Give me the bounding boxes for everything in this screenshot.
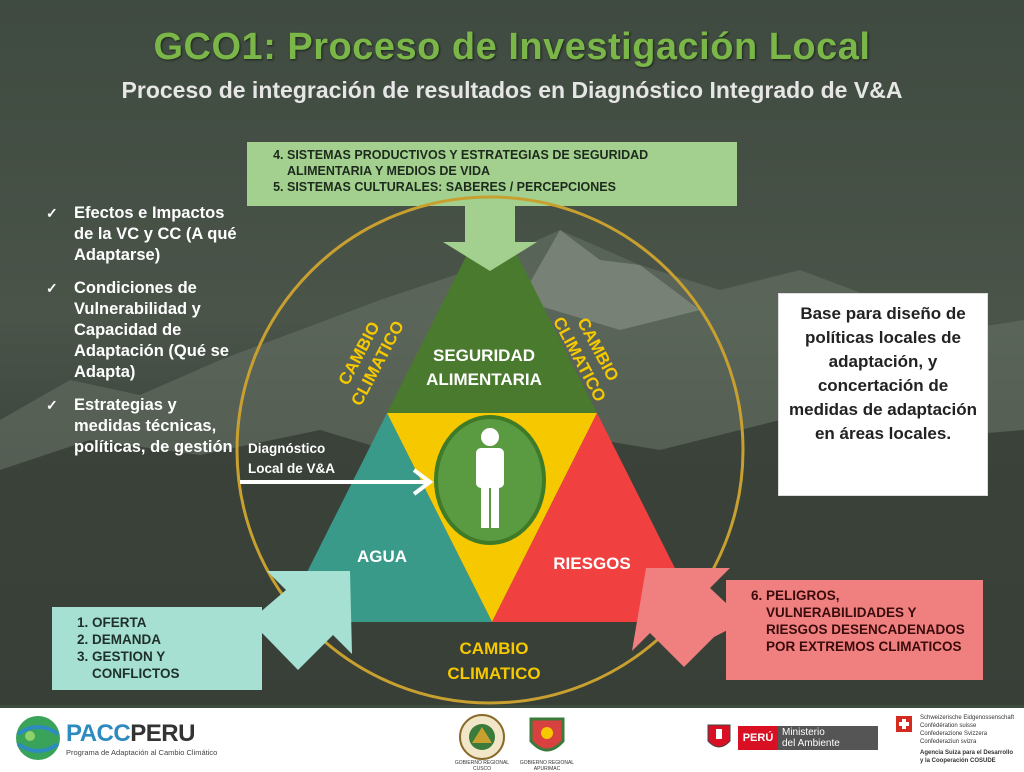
page-title: GCO1: Proceso de Investigación Local: [153, 26, 871, 68]
check-icon: ✓: [46, 205, 58, 221]
diagnostico-arrow-head: [412, 468, 434, 496]
risk-factor-item: PELIGROS, VULNERABILIDADES Y RIESGOS DES…: [766, 587, 977, 655]
climate-label-bottom-line2: CLIMATICO: [447, 664, 540, 683]
bottom-left-arrow: [250, 571, 352, 670]
checklist-item: ✓ Estrategias y medidas técnicas, polític…: [42, 395, 237, 458]
diagnostico-label-line1: Diagnóstico: [248, 441, 325, 456]
cusco-seal-caption: GOBIERNO REGIONAL CUSCO: [454, 760, 510, 772]
top-box-item: SISTEMAS CULTURALES: SABERES / PERCEPCIO…: [287, 179, 727, 195]
pacc-name-a: PACC: [66, 720, 131, 747]
apurimac-seal-caption: GOBIERNO REGIONAL APURIMAC: [519, 760, 575, 772]
ministerio-line1: Ministerio: [782, 727, 825, 738]
diagram: SEGURIDAD ALIMENTARIA AGUA RIESGOS CAMBI…: [235, 195, 745, 705]
policy-basis-box: Base para diseño de políticas locales de…: [778, 293, 988, 496]
pacc-globe-icon: [16, 716, 60, 760]
swiss-line: Confederaziun svizra: [920, 739, 977, 745]
check-icon: ✓: [46, 280, 58, 296]
water-factors-box: OFERTA DEMANDA GESTION Y CONFLICTOS: [52, 607, 262, 690]
peru-coat-of-arms-icon: [707, 724, 731, 748]
left-triangle: [282, 413, 492, 622]
person-icon: [476, 428, 504, 528]
swiss-line: Schweizerische Eidgenossenschaft: [920, 715, 1015, 721]
top-triangle: [387, 205, 597, 413]
apurimac-seal-icon: [529, 717, 565, 752]
water-factor-item: GESTION Y CONFLICTOS: [92, 648, 254, 682]
climate-circle: [235, 195, 745, 705]
cusco-seal-icon: [459, 714, 505, 760]
ministerio-line2: del Ambiente: [782, 738, 840, 749]
swiss-line: Confédération suisse: [920, 723, 977, 729]
pacc-name-b: PERU: [130, 720, 195, 747]
pacc-subtitle: Programa de Adaptación al Cambio Climáti…: [66, 748, 218, 757]
label-riesgos: RIESGOS: [553, 554, 630, 573]
swiss-line: Agencia Suiza para el Desarrollo: [920, 750, 1014, 756]
check-icon: ✓: [46, 397, 58, 413]
pacc-logo-text: PACCPERU: [66, 720, 195, 748]
checklist-item-text: Condiciones de Vulnerabilidad y Capacida…: [74, 279, 229, 381]
water-factor-item: DEMANDA: [92, 631, 254, 648]
swiss-line: Confederazione Svizzera: [920, 731, 988, 737]
label-alimentaria: ALIMENTARIA: [426, 370, 542, 389]
top-info-box: SISTEMAS PRODUCTIVOS Y ESTRATEGIAS DE SE…: [247, 142, 737, 206]
swiss-cooperation-text: Schweizerische Eidgenossenschaft Confédé…: [920, 714, 1022, 765]
checklist-item-text: Estrategias y medidas técnicas, política…: [74, 396, 233, 456]
peru-label: PERÚ: [738, 726, 778, 750]
swiss-flag-icon: [896, 716, 912, 732]
page-subtitle: Proceso de integración de resultados en …: [121, 77, 903, 103]
bottom-right-arrow: [632, 568, 745, 667]
diagnostico-label-line2: Local de V&A: [248, 461, 335, 476]
checklist-item-text: Efectos e Impactos de la VC y CC (A qué …: [74, 204, 237, 264]
label-seguridad: SEGURIDAD: [433, 346, 535, 365]
swiss-line: y la Cooperación COSUDE: [920, 758, 996, 764]
label-agua: AGUA: [357, 547, 407, 566]
checklist-item: ✓ Efectos e Impactos de la VC y CC (A qué…: [42, 203, 237, 266]
slide: GCO1: Proceso de Investigación Local Pro…: [0, 0, 1024, 705]
climate-label-bottom-line1: CAMBIO: [460, 639, 529, 658]
checklist-item: ✓ Condiciones de Vulnerabilidad y Capacid…: [42, 278, 237, 383]
top-box-item: SISTEMAS PRODUCTIVOS Y ESTRATEGIAS DE SE…: [287, 147, 727, 179]
left-checklist: ✓ Efectos e Impactos de la VC y CC (A qué…: [42, 203, 237, 470]
climate-label-left: CAMBIO CLIMATICO: [335, 318, 408, 409]
water-factor-item: OFERTA: [92, 614, 254, 631]
logo-bar: PACCPERU Programa de Adaptación al Cambi…: [0, 705, 1024, 772]
top-arrow: [443, 205, 537, 271]
risk-factors-box: PELIGROS, VULNERABILIDADES Y RIESGOS DES…: [726, 580, 983, 680]
